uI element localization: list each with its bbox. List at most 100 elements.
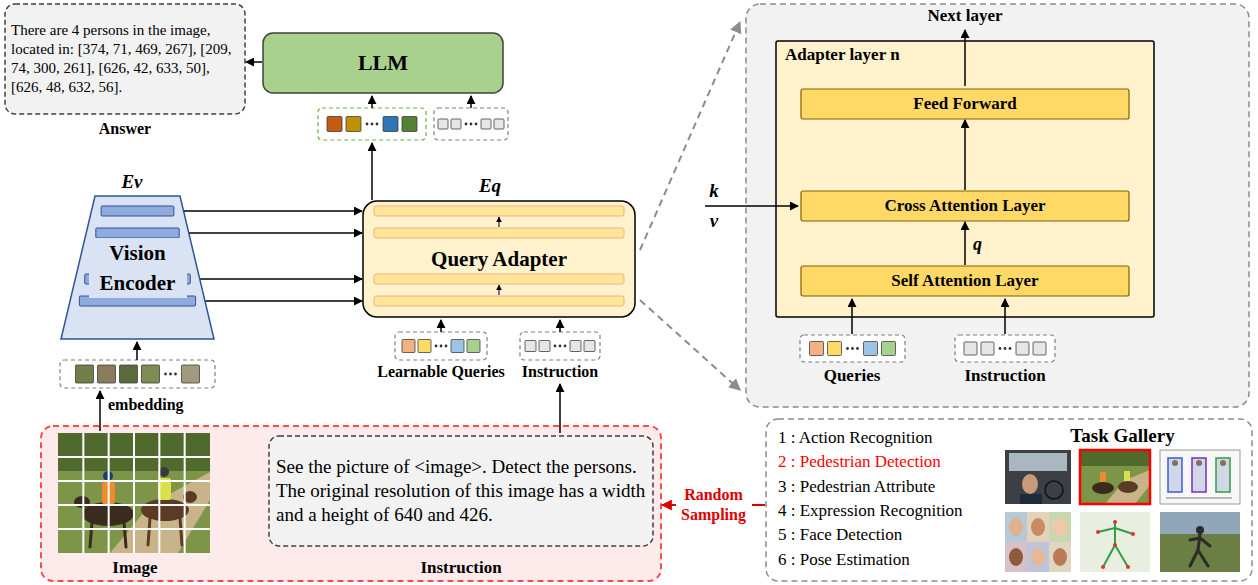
token-square xyxy=(481,119,491,129)
ellipsis-dot xyxy=(169,373,172,376)
task-item: 4 : Expression Recognition xyxy=(778,501,1000,521)
token-square xyxy=(346,117,361,132)
task-item: 5 : Face Detection xyxy=(778,525,1000,545)
token-square xyxy=(467,340,480,353)
symbol-label: Eq xyxy=(470,174,510,197)
token-square xyxy=(98,365,116,383)
text-slot: k xyxy=(704,179,724,202)
text-slot: Task Gallery xyxy=(1005,424,1240,447)
caption: Learnable Queries xyxy=(371,362,511,381)
text-slot: Queries xyxy=(802,366,902,386)
text-slot: Next layer xyxy=(915,6,1015,26)
layer-block: Feed Forward xyxy=(800,88,1130,120)
flow-arrow xyxy=(371,143,373,200)
ellipsis-dot xyxy=(554,345,557,348)
vision-encoder-text: Vision Encoder xyxy=(89,238,187,298)
outline xyxy=(61,196,214,339)
ellipsis-dot xyxy=(366,123,369,126)
ellipsis-dot xyxy=(475,123,478,126)
token-square xyxy=(383,117,398,132)
text-slot: q xyxy=(973,233,982,255)
zoom-line xyxy=(640,300,740,390)
layer-block: Cross Attention Layer xyxy=(800,190,1130,222)
token-square xyxy=(327,117,342,132)
text-slot: Feed Forward xyxy=(913,94,1016,114)
ellipsis-dot xyxy=(164,373,167,376)
text-slot: Random Sampling xyxy=(676,485,752,525)
ellipsis-dot xyxy=(376,123,379,126)
layer-title: Adapter layer n xyxy=(785,45,985,65)
text-slot: Query Adapter xyxy=(431,247,567,271)
task-gallery: 1 : Action Recognition 2 : Pedestrian Det… xyxy=(765,418,1253,582)
text-slot: Vision Encoder xyxy=(89,238,187,298)
text-slot: Instruction xyxy=(411,558,511,578)
vision-encoder: Vision Encoder xyxy=(60,195,215,340)
task-item: 2 : Pedestrian Detection xyxy=(778,452,1000,472)
ellipsis-dot xyxy=(435,345,438,348)
flow-arrow xyxy=(371,96,373,108)
layer-block-text: Feed Forward xyxy=(913,94,1016,114)
flow-arrow xyxy=(470,96,472,108)
query-tokens xyxy=(395,332,487,360)
token-square xyxy=(584,341,595,352)
instruction-tokens xyxy=(434,108,508,140)
task-item: 3 : Pedestrian Attribute xyxy=(778,477,1000,497)
text-slot: 6 : Pose Estimation xyxy=(778,550,1000,570)
outline xyxy=(766,419,1252,581)
adapter-layer: Feed ForwardCross Attention LayerSelf At… xyxy=(775,40,1155,318)
ellipsis-dot xyxy=(564,345,567,348)
outline xyxy=(363,201,635,317)
text-slot: 5 : Face Detection xyxy=(778,525,1000,545)
panel-caption: Image xyxy=(85,558,185,578)
token-square xyxy=(402,117,417,132)
answer-box-text: There are 4 persons in the image, locate… xyxy=(11,21,239,97)
text-slot: LLM xyxy=(358,50,408,76)
outline xyxy=(776,41,1154,317)
flow-arrow xyxy=(440,320,442,332)
ellipsis-dot xyxy=(371,123,374,126)
query-adapter-text: Query Adapter xyxy=(431,247,567,271)
token-square xyxy=(120,365,138,383)
connector xyxy=(206,300,362,302)
instruction-tokens xyxy=(520,332,600,360)
panel-caption: Next layer xyxy=(915,6,1015,26)
task-item: 1 : Action Recognition xyxy=(778,428,1000,448)
outline xyxy=(263,33,503,93)
ellipsis-dot xyxy=(445,345,448,348)
token-square xyxy=(438,119,448,129)
token-caption: Instruction xyxy=(955,366,1055,386)
text-slot: Adapter layer n xyxy=(785,45,985,65)
text-slot: Answer xyxy=(4,119,246,138)
token-square xyxy=(539,341,550,352)
token-square xyxy=(142,365,160,383)
llm-box-text: LLM xyxy=(358,50,408,76)
panel-caption: Instruction xyxy=(411,558,511,578)
ellipsis-dot xyxy=(559,345,562,348)
token-square xyxy=(451,119,461,129)
text-slot: 2 : Pedestrian Detection xyxy=(778,452,1000,472)
flow-arrow xyxy=(559,384,561,433)
flow-arrow xyxy=(136,342,138,360)
llm-box: LLM xyxy=(262,32,504,94)
ellipsis-dot xyxy=(465,123,468,126)
text-slot: v xyxy=(704,209,724,232)
caption: Instruction xyxy=(512,362,608,381)
input-panel: See the picture of <image>. Detect the p… xyxy=(40,425,662,582)
outline xyxy=(801,191,1129,221)
token-square xyxy=(525,341,536,352)
layer-block-text: Cross Attention Layer xyxy=(884,196,1045,216)
connector xyxy=(246,61,262,63)
outline xyxy=(801,89,1129,119)
text-slot: embedding xyxy=(108,395,198,414)
token-square xyxy=(182,365,200,383)
text-slot: Ev xyxy=(112,170,152,193)
ellipsis-dot xyxy=(470,123,473,126)
text-slot: Instruction xyxy=(955,366,1055,386)
outline xyxy=(41,426,661,581)
text-slot: Eq xyxy=(470,174,510,197)
text-slot: See the picture of <image>. Detect the p… xyxy=(276,455,646,527)
token-square xyxy=(494,119,504,129)
text-slot: Cross Attention Layer xyxy=(884,196,1045,216)
token-square xyxy=(570,341,581,352)
token-square xyxy=(418,340,431,353)
